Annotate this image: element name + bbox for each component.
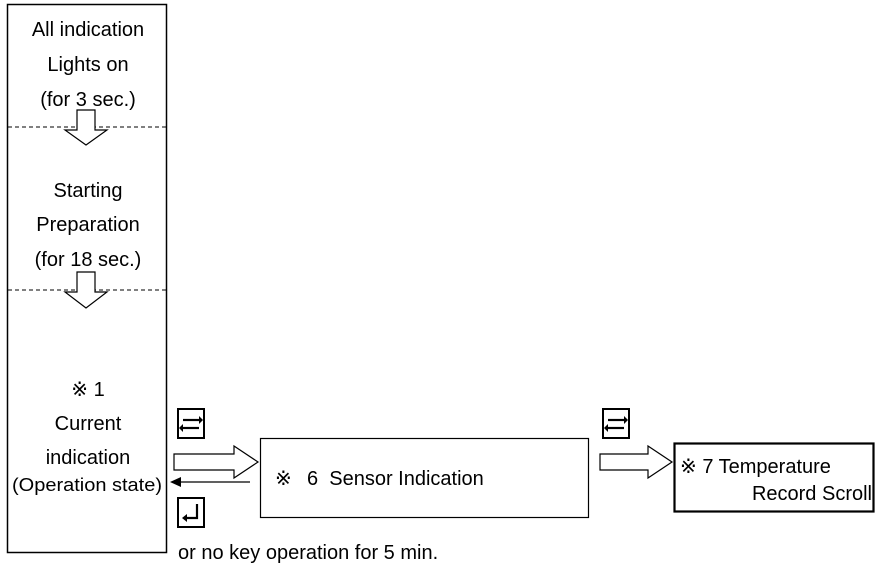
right-arrow-icon-to-sensor xyxy=(173,444,260,480)
temperature-record-box xyxy=(673,442,875,513)
return-arrow-icon xyxy=(170,477,250,487)
stage3-note: ※ 1 xyxy=(71,379,104,401)
stage3-line3: (Operation state) xyxy=(12,475,162,495)
stage2-line3: (for 18 sec.) xyxy=(35,249,142,271)
sensor-indication-label: 6 Sensor Indication xyxy=(307,468,484,490)
switch-key-icon-right xyxy=(602,408,630,439)
sensor-indication-box xyxy=(259,437,590,519)
sensor-note-mark: ※ xyxy=(275,468,292,490)
down-arrow-icon-1 xyxy=(63,109,109,146)
switch-key-icon-left xyxy=(177,408,205,439)
stage2-line2: Preparation xyxy=(36,214,139,236)
stage1-line2: Lights on xyxy=(47,54,128,76)
stage3-line1: Current xyxy=(55,413,122,435)
footer-note: or no key operation for 5 min. xyxy=(178,542,438,564)
right-arrow-icon-to-temperature xyxy=(599,444,674,480)
down-arrow-icon-2 xyxy=(63,271,109,309)
stage1-line1: All indication xyxy=(32,19,144,41)
stage1-line3: (for 3 sec.) xyxy=(40,89,136,111)
temperature-line1: ※ 7 Temperature xyxy=(680,456,831,478)
stage2-line1: Starting xyxy=(54,180,123,202)
stage3-line2: indication xyxy=(46,447,131,469)
temperature-line2: Record Scroll xyxy=(752,483,872,505)
enter-key-icon xyxy=(177,497,205,528)
